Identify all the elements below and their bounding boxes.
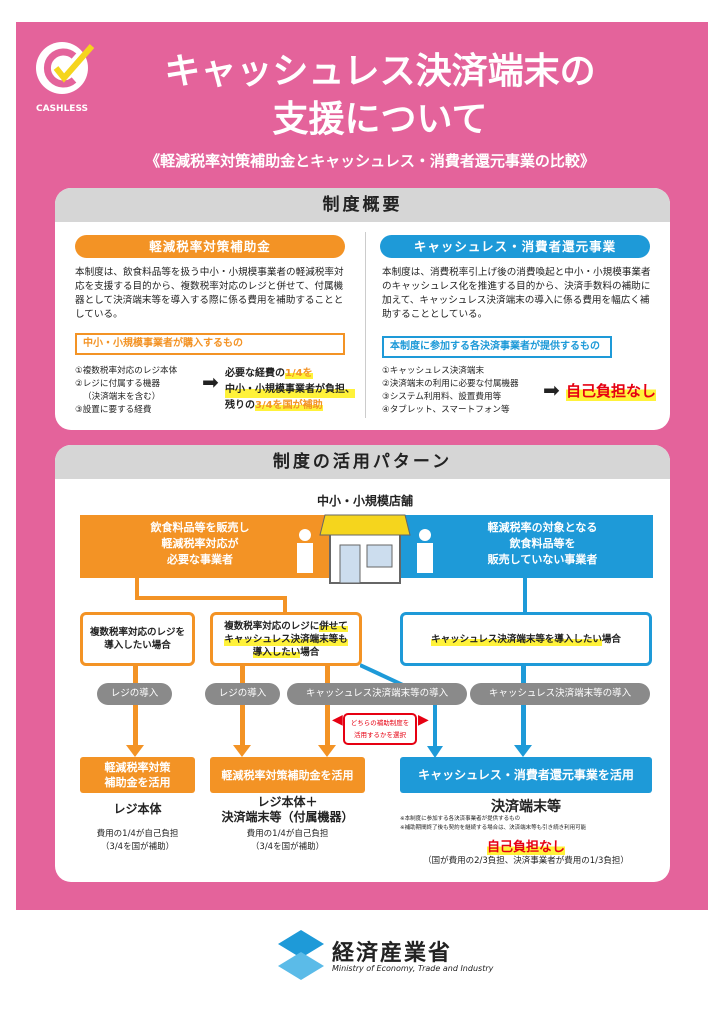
ministry-name-en: Ministry of Economy, Trade and Industry <box>332 964 494 973</box>
outcome-1-note: 費用の1/4が自己負担 （3/4を国が補助） <box>96 829 179 852</box>
meti-logo-icon <box>278 930 324 980</box>
right-callout: 本制度に参加する各決済事業者が提供するもの <box>382 336 612 358</box>
cashless-logo: CASHLESS <box>34 38 98 118</box>
choose-note: どちらの補助制度を 活用するかを選択 <box>343 713 417 745</box>
right-bar-text: 軽減税率の対象となる 飲食料品等を 販売していない事業者 <box>487 521 598 566</box>
store-icon <box>297 514 433 584</box>
outcome-3-notes: ※本制度に参加する各決済事業者が提供するもの※補助期間終了後も契約を継続する場合… <box>400 816 587 831</box>
list-item: ③システム利用料、設置費用等 <box>382 392 502 402</box>
list-item: ④タブレット、スマートフォン等 <box>382 405 510 415</box>
list-item: ③設置に要する経費 <box>75 405 152 415</box>
left-bar <box>80 515 370 578</box>
left-items: ①複数税率対応のレジ本体 ②レジに付属する機器 （決済端末を含む） ③設置に要す… <box>75 365 205 417</box>
list-item: ②決済端末の利用に必要な付属機器 <box>382 379 519 389</box>
list-item: ①複数税率対応のレジ本体 <box>75 366 178 376</box>
right-arrow-icon: ▶ <box>418 712 429 728</box>
tag-register-2: レジの導入 <box>205 683 280 705</box>
outcome-3-title: 決済端末等 <box>491 799 561 815</box>
outcome-3-note: （国が費用の2/3負担、決済事業者が費用の1/3負担） <box>423 856 629 866</box>
list-item: （決済端末を含む） <box>83 392 161 402</box>
case-register: 複数税率対応のレジを 導入したい場合 <box>80 612 195 666</box>
right-result: 自己負担なし <box>566 380 657 401</box>
right-program-body: 本制度は、消費税率引上げ後の消費喚起と中小・小規模事業者のキャッシュレス化を推進… <box>382 267 651 320</box>
tag-terminal-2: キャッシュレス決済端末等の導入 <box>470 683 650 705</box>
tag-terminal-1: キャッシュレス決済端末等の導入 <box>287 683 467 705</box>
outcome-2-title: レジ本体＋ 決済端末等（付属機器） <box>221 795 354 824</box>
outcome-1-title: レジ本体 <box>113 802 162 816</box>
left-result: 必要な経費の1/4を 中小・小規模事業者が負担、 残りの3/4を国が補助 <box>225 368 355 411</box>
list-item: ①キャッシュレス決済端末 <box>382 366 485 376</box>
ministry-name: 経済産業省 <box>332 941 453 966</box>
outcome-3-result: 自己負担なし <box>486 840 565 855</box>
cashless-check-icon <box>36 42 95 94</box>
arrow-right-icon: ➡ <box>202 370 219 394</box>
result-reduced-tax-1: 軽減税率対策 補助金を活用 <box>80 757 195 793</box>
store-label: 中小・小規模店舗 <box>316 494 413 508</box>
left-program-body: 本制度は、飲食料品等を扱う中小・小規模事業者の軽減税率対応を支援する目的から、複… <box>75 267 344 320</box>
result-reduced-tax-2: 軽減税率対策補助金を活用 <box>210 757 365 793</box>
arrow-right-icon: ➡ <box>543 378 560 402</box>
page-title-line1: キャッシュレス決済端末の <box>164 51 596 92</box>
tag-register-1: レジの導入 <box>97 683 172 705</box>
right-bar <box>365 515 653 578</box>
left-callout: 中小・小規模事業者が購入するもの <box>75 333 345 355</box>
page-title-line2: 支援について <box>272 99 488 140</box>
right-program-label: キャッシュレス・消費者還元事業 <box>380 235 650 258</box>
page-subtitle: 《軽減税率対策補助金とキャッシュレス・消費者還元事業の比較》 <box>145 152 595 170</box>
result-cashless: キャッシュレス・消費者還元事業を活用 <box>400 757 652 793</box>
patterns-title: 制度の活用パターン <box>55 445 670 479</box>
branch-line <box>135 596 285 600</box>
overview-title: 制度概要 <box>55 188 670 222</box>
left-bar-text: 飲食料品等を販売し 軽減税率対応が 必要な事業者 <box>150 521 250 566</box>
outcome-2-note: 費用の1/4が自己負担 （3/4を国が補助） <box>246 829 329 852</box>
case-terminal: キャッシュレス決済端末等を導入したい場合 <box>400 612 652 666</box>
overview-panel: 制度概要 <box>55 188 670 430</box>
logo-label: CASHLESS <box>35 104 89 114</box>
left-arrow-icon: ◀ <box>332 712 343 728</box>
left-program-label: 軽減税率対策補助金 <box>75 235 345 258</box>
right-items: ①キャッシュレス決済端末 ②決済端末の利用に必要な付属機器 ③システム利用料、設… <box>382 365 542 417</box>
divider <box>365 232 366 418</box>
list-item: ②レジに付属する機器 <box>75 379 161 389</box>
case-register-and-terminal: 複数税率対応のレジに併せて キャッシュレス決済端末等も 導入したい場合 <box>210 612 362 666</box>
